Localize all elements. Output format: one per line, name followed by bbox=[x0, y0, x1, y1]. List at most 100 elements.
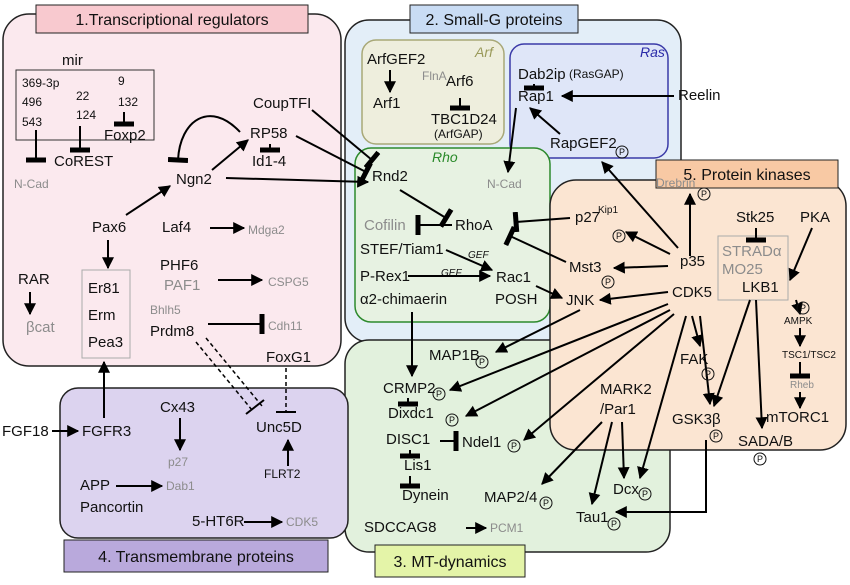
section-title-1: 1.Transcriptional regulators bbox=[75, 12, 268, 29]
edges bbox=[24, 70, 813, 534]
node-erm: Erm bbox=[88, 307, 116, 324]
svg-text:P: P bbox=[543, 498, 549, 508]
svg-text:P: P bbox=[713, 431, 719, 441]
node-cdk5: CDK5 bbox=[672, 284, 712, 301]
node-mst3: Mst3 bbox=[569, 259, 602, 276]
node-pax6: Pax6 bbox=[92, 219, 126, 236]
node-kip1: Kip1 bbox=[598, 205, 618, 216]
node-cdh11: Cdh11 bbox=[268, 319, 303, 333]
mir-132: 132 bbox=[118, 95, 138, 109]
node-flrt2: FLRT2 bbox=[264, 467, 301, 481]
svg-text:P: P bbox=[616, 231, 622, 241]
mir-496: 496 bbox=[22, 95, 42, 109]
node-pcm1: PCM1 bbox=[490, 521, 524, 535]
node-jnk: JNK bbox=[566, 292, 594, 309]
mir-124: 124 bbox=[76, 108, 96, 122]
node-crmp2: CRMP2 bbox=[383, 380, 436, 397]
mir-box bbox=[15, 69, 155, 141]
node-tbc1d24: TBC1D24 bbox=[431, 111, 497, 128]
node-laf4: Laf4 bbox=[162, 219, 191, 236]
node-dcx: Dcx bbox=[613, 481, 639, 498]
node-arfgap: (ArfGAP) bbox=[434, 127, 483, 141]
mir-22: 22 bbox=[76, 89, 90, 103]
label-gef-2: GEF bbox=[441, 268, 462, 279]
svg-text:P: P bbox=[436, 389, 442, 399]
node-tau1: Tau1 bbox=[576, 509, 609, 526]
subgroup-mir: mir bbox=[62, 52, 83, 69]
node-rapgef2: RapGEF2 bbox=[550, 135, 617, 152]
node-tsc: TSC1/TSC2 bbox=[782, 350, 836, 361]
strad-box bbox=[717, 235, 789, 301]
svg-text:P: P bbox=[479, 357, 485, 367]
node-rheb: Rheb bbox=[790, 380, 814, 391]
node-ndel1: Ndel1 bbox=[462, 434, 501, 451]
node-map24: MAP2/4 bbox=[484, 489, 537, 506]
node-p27: p27 bbox=[168, 455, 188, 469]
svg-text:P: P bbox=[611, 519, 617, 529]
node-fgfr3: FGFR3 bbox=[82, 423, 131, 440]
node-p35: p35 bbox=[680, 253, 705, 270]
node-pea3: Pea3 bbox=[88, 334, 123, 351]
node-ngn2: Ngn2 bbox=[176, 171, 212, 188]
mir-369-3p: 369-3p bbox=[22, 76, 60, 90]
svg-text:P: P bbox=[642, 489, 648, 499]
region-ras bbox=[509, 43, 669, 159]
node-phf6: PHF6 bbox=[160, 257, 198, 274]
node-corest: CoREST bbox=[54, 153, 113, 170]
node-rhoa: RhoA bbox=[455, 217, 493, 234]
phospho-marks: P P P P P P P P P P P P P P P bbox=[432, 145, 810, 531]
node-drebrin: Drebrin bbox=[656, 176, 695, 190]
svg-text:P: P bbox=[705, 369, 711, 379]
section-title-box-2 bbox=[409, 4, 579, 34]
node-reelin: Reelin bbox=[678, 87, 721, 104]
node-disc1: DISC1 bbox=[386, 431, 430, 448]
node-mdga2: Mdga2 bbox=[248, 223, 285, 237]
node-ampk: AMPK bbox=[784, 316, 813, 327]
ets-box bbox=[81, 269, 131, 359]
node-stef: STEF/Tiam1 bbox=[360, 241, 444, 258]
region-transmembrane bbox=[59, 387, 349, 539]
node-cofilin: Cofilin bbox=[364, 217, 406, 234]
label-gef-1: GEF bbox=[468, 250, 489, 261]
node-sdccag8: SDCCAG8 bbox=[364, 519, 437, 536]
node-flna: FlnA bbox=[422, 69, 447, 83]
node-rar: RAR bbox=[18, 271, 50, 288]
node-foxp2: Foxp2 bbox=[104, 127, 146, 144]
section-title-box-1 bbox=[35, 4, 309, 34]
section-title-box-5 bbox=[655, 159, 839, 189]
node-map1b: MAP1B bbox=[429, 347, 480, 364]
node-rasgap: (RasGAP) bbox=[569, 67, 624, 81]
section-title-box-4 bbox=[63, 539, 329, 573]
region-arf bbox=[361, 39, 505, 145]
section-title-5: 5. Protein kinases bbox=[683, 167, 810, 184]
svg-text:P: P bbox=[605, 277, 611, 287]
subgroup-arf: Arf bbox=[474, 44, 495, 60]
section-title-4: 4. Transmembrane proteins bbox=[98, 549, 294, 566]
node-bcat: βcat bbox=[26, 319, 55, 336]
svg-text:P: P bbox=[757, 454, 763, 464]
node-dynein: Dynein bbox=[402, 487, 449, 504]
node-arf6: Arf6 bbox=[446, 73, 474, 90]
mir-543: 543 bbox=[22, 115, 42, 129]
node-rap1: Rap1 bbox=[518, 88, 554, 105]
svg-text:P: P bbox=[701, 189, 707, 199]
node-coupfti: CoupTFI bbox=[253, 95, 311, 112]
section-title-box-3 bbox=[374, 544, 526, 578]
node-rac1: Rac1 bbox=[496, 269, 531, 286]
node-arfgef2: ArfGEF2 bbox=[367, 51, 425, 68]
svg-text:P: P bbox=[619, 147, 625, 157]
node-bhlh5: Bhlh5 bbox=[150, 303, 181, 317]
node-paf1: PAF1 bbox=[164, 277, 200, 294]
section-title-3: 3. MT-dynamics bbox=[394, 554, 507, 571]
node-prdm8: Prdm8 bbox=[150, 323, 194, 340]
node-er81: Er81 bbox=[88, 280, 120, 297]
node-cspg5: CSPG5 bbox=[268, 275, 309, 289]
node-lis1: Lis1 bbox=[404, 457, 432, 474]
node-par1: /Par1 bbox=[600, 401, 636, 418]
node-mo25: MO25 bbox=[722, 261, 763, 278]
node-id14: Id1-4 bbox=[252, 153, 286, 170]
node-arf1: Arf1 bbox=[373, 95, 401, 112]
node-rnd2: Rnd2 bbox=[372, 168, 408, 185]
node-dixdc1: Dixdc1 bbox=[388, 405, 434, 422]
